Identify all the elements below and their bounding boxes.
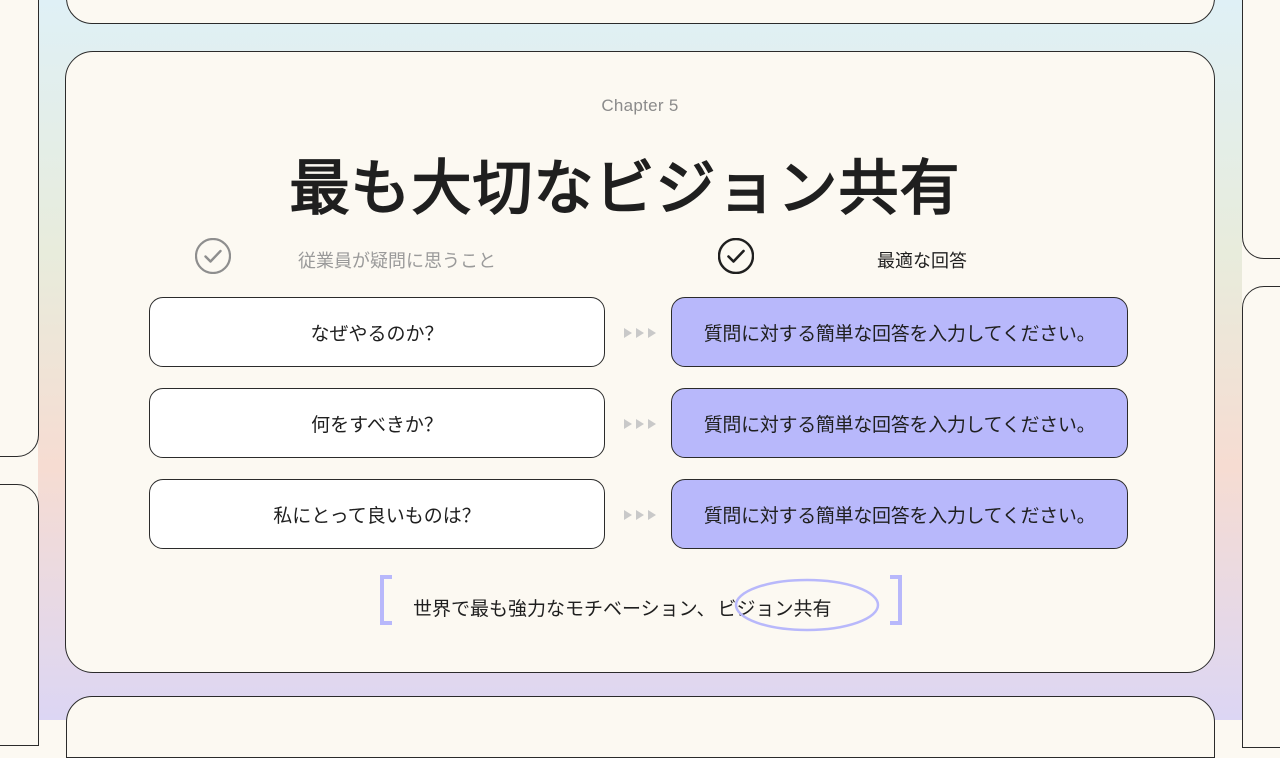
previous-slide-card[interactable] [66, 0, 1215, 24]
question-box: 何をすべきか？ [149, 388, 605, 458]
answer-box[interactable]: 質問に対する簡単な回答を入力してください。 [671, 297, 1128, 367]
footer-statement: 世界で最も強力なモチベーション、ビジョン共有 [413, 594, 834, 621]
check-circle-icon [718, 238, 754, 274]
footer-text: 世界で最も強力なモチベーション、 [413, 598, 716, 620]
adjacent-slide-edge [0, 484, 39, 746]
triple-arrow-icon [624, 419, 656, 429]
adjacent-slide-edge [1242, 0, 1280, 259]
left-bracket-decoration [380, 575, 392, 625]
right-bracket-decoration [890, 575, 902, 625]
question-box: なぜやるのか？ [149, 297, 605, 367]
highlight-ellipse-decoration [734, 578, 880, 632]
triple-arrow-icon [624, 328, 656, 338]
question-box: 私にとって良いものは？ [149, 479, 605, 549]
column-header-questions: 従業員が疑問に思うこと [298, 251, 496, 272]
answer-box[interactable]: 質問に対する簡単な回答を入力してください。 [671, 388, 1128, 458]
adjacent-slide-edge [1242, 286, 1280, 748]
column-header-answers: 最適な回答 [877, 251, 967, 272]
adjacent-slide-edge [0, 0, 39, 457]
chapter-label: Chapter 5 [601, 96, 679, 115]
footer-highlight: ビジョン共有 [717, 598, 832, 620]
next-slide-card[interactable] [66, 696, 1215, 758]
slide-title: 最も大切なビジョン共有 [289, 154, 961, 224]
triple-arrow-icon [624, 510, 656, 520]
answer-box[interactable]: 質問に対する簡単な回答を入力してください。 [671, 479, 1128, 549]
check-circle-icon [195, 238, 231, 274]
